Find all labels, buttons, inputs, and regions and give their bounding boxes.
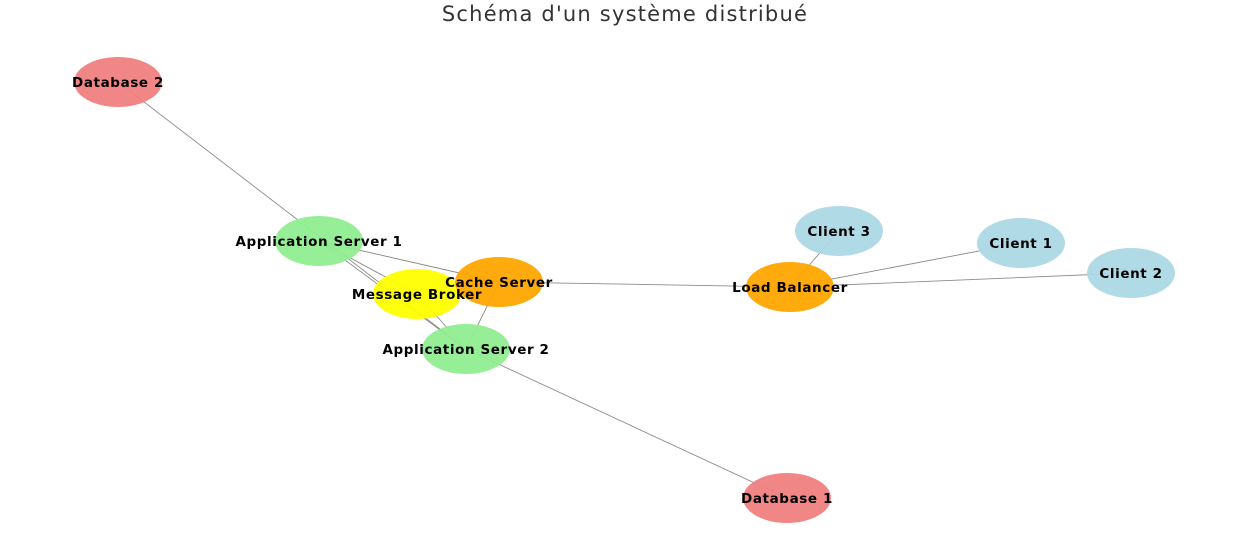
node-app1 <box>275 216 363 266</box>
node-db1 <box>743 473 831 523</box>
node-app2 <box>422 324 510 374</box>
edge-lb-cache <box>498 281 791 288</box>
node-label-c2: Client 2 <box>1099 266 1162 282</box>
labels-layer: Database 2 Application Server 1 Message Br… <box>72 75 1162 507</box>
node-label-cache: Cache Server <box>445 275 553 291</box>
node-cache <box>455 257 543 307</box>
node-label-broker: Message Broker <box>352 287 482 303</box>
nodes-layer <box>74 57 1175 523</box>
node-db2 <box>74 57 162 107</box>
diagram-title: Schéma d'un système distribué <box>442 2 808 26</box>
node-label-c3: Client 3 <box>807 224 870 240</box>
node-broker <box>373 269 461 319</box>
node-label-app1: Application Server 1 <box>235 234 402 250</box>
edge-app2-db1 <box>465 348 788 499</box>
node-label-db2: Database 2 <box>72 75 164 91</box>
node-c2 <box>1087 248 1175 298</box>
node-label-db1: Database 1 <box>741 491 833 507</box>
node-c1 <box>977 218 1065 268</box>
node-lb <box>746 262 834 312</box>
edges-layer <box>117 81 1132 499</box>
node-label-app2: Application Server 2 <box>382 342 549 358</box>
edge-c2-lb <box>789 272 1132 288</box>
node-c3 <box>795 206 883 256</box>
node-label-c1: Client 1 <box>989 236 1052 252</box>
node-label-lb: Load Balancer <box>732 280 848 296</box>
